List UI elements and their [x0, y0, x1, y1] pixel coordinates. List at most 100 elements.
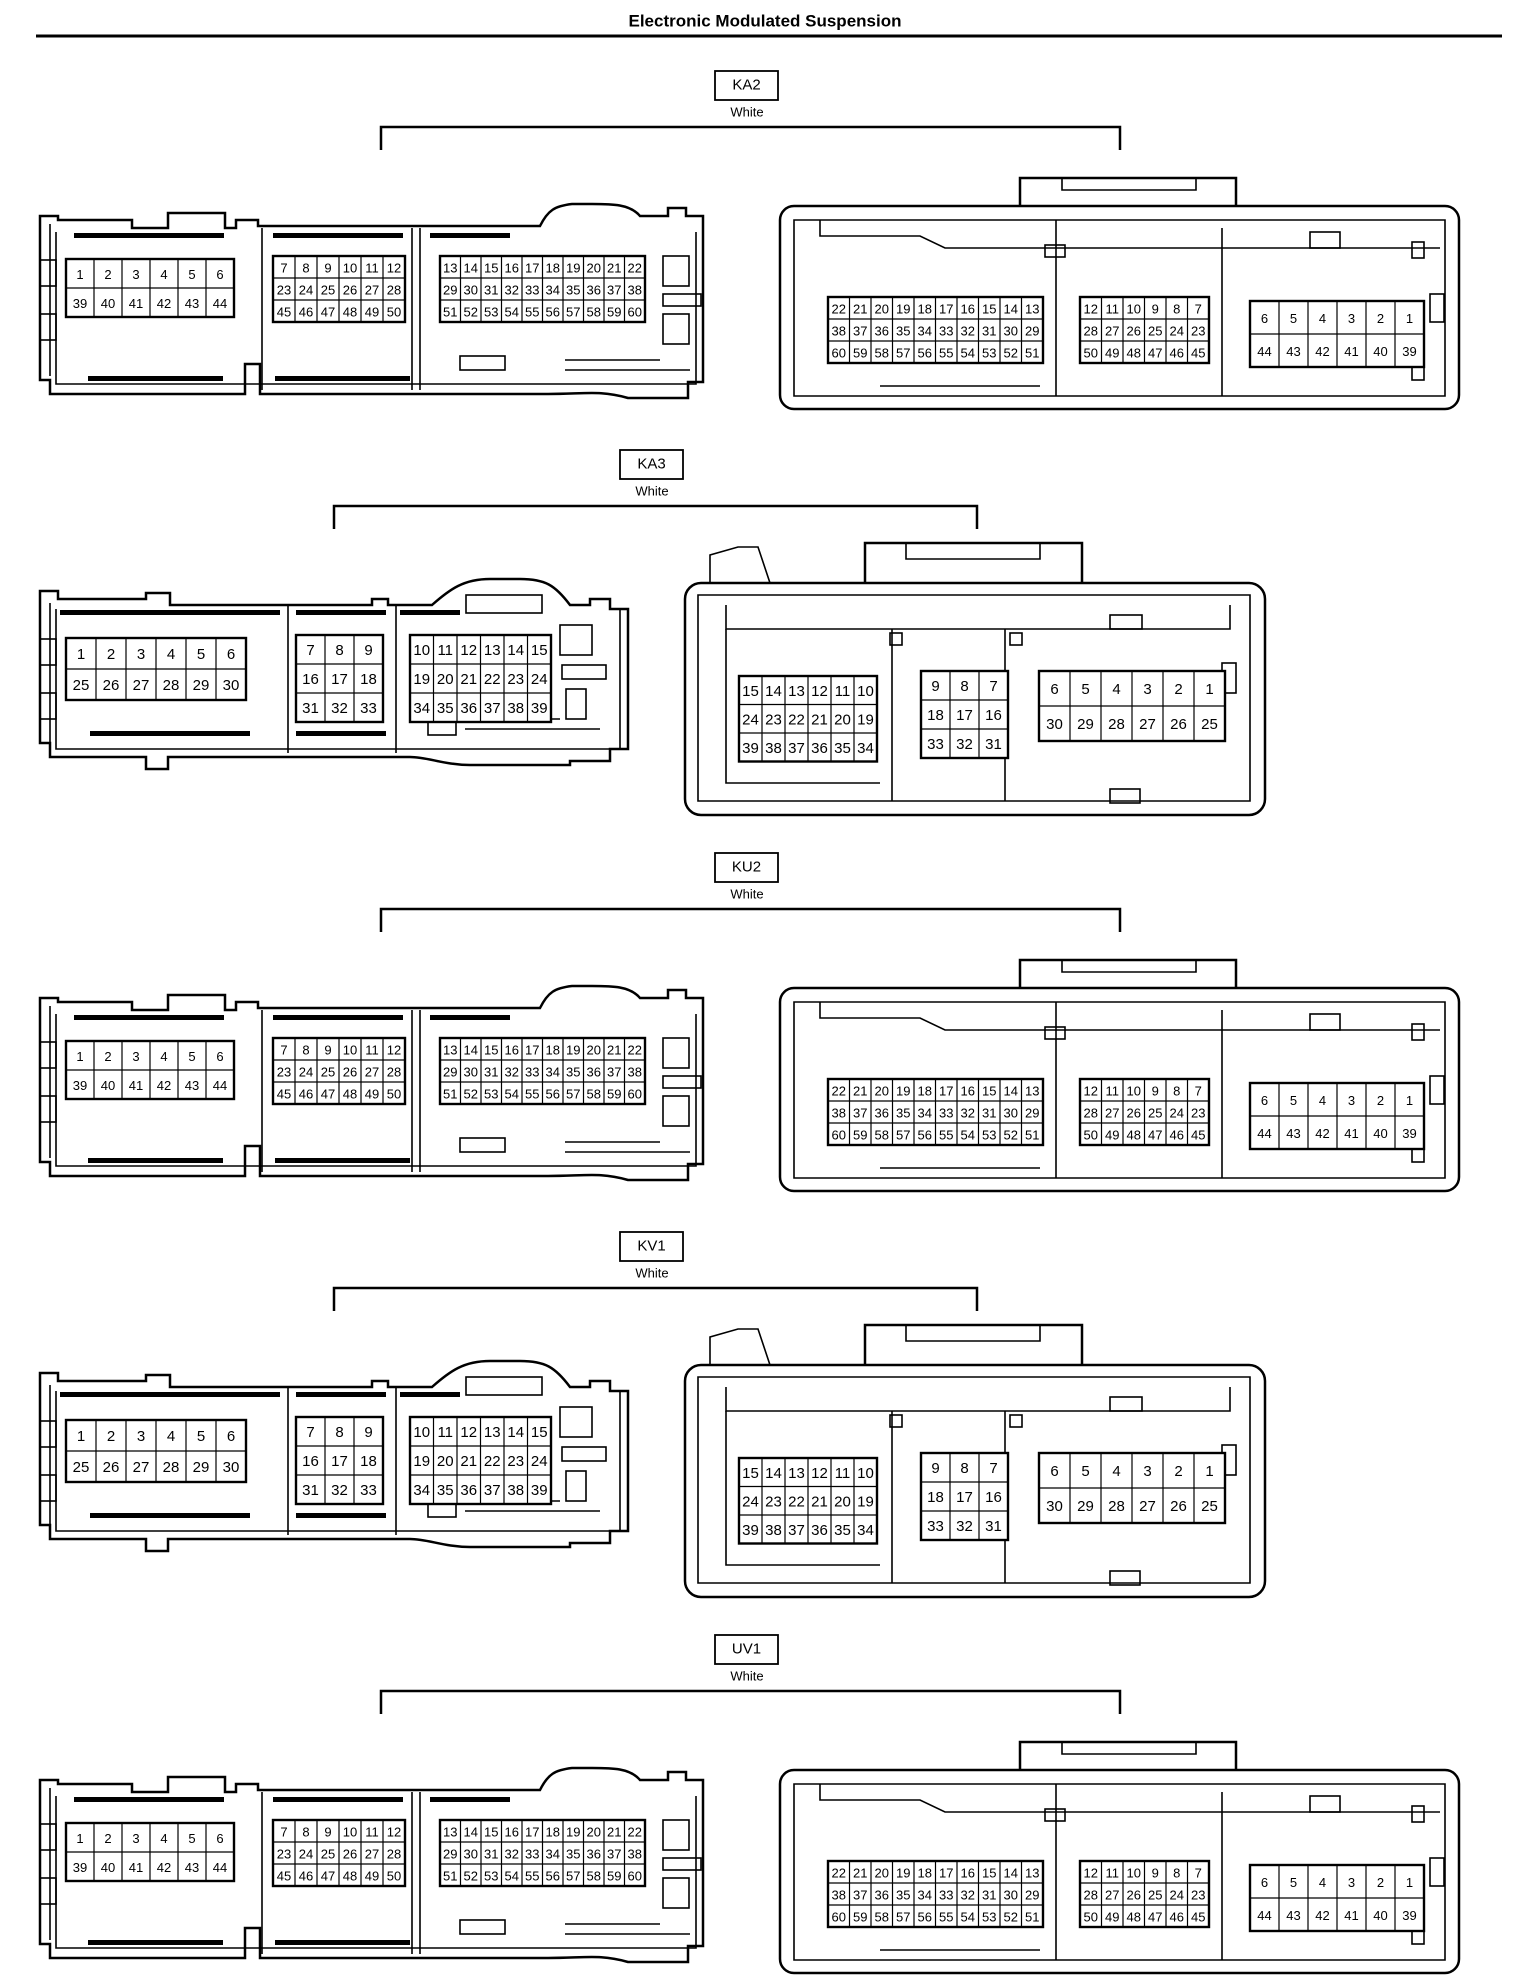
pin-11: 11 — [1106, 1084, 1120, 1099]
pin-31: 31 — [484, 1065, 498, 1080]
pin-51: 51 — [443, 1869, 457, 1884]
pin-51: 51 — [1025, 1128, 1039, 1143]
pin-38: 38 — [507, 700, 524, 717]
pin-17: 17 — [525, 1043, 539, 1058]
pin-27: 27 — [1139, 716, 1156, 733]
pin-19: 19 — [566, 261, 580, 276]
pin-40: 40 — [101, 1860, 115, 1875]
pin-56: 56 — [546, 1869, 560, 1884]
pin-46: 46 — [1170, 1910, 1184, 1925]
pin-30: 30 — [223, 1459, 240, 1476]
pin-50: 50 — [387, 1869, 401, 1884]
pin-14: 14 — [765, 1465, 782, 1482]
pin-17: 17 — [956, 1489, 973, 1506]
pin-29: 29 — [443, 1065, 457, 1080]
pin-54: 54 — [961, 1128, 975, 1143]
pin-6: 6 — [1261, 1093, 1268, 1108]
pin-14: 14 — [464, 1043, 478, 1058]
pin-33: 33 — [939, 324, 953, 339]
pin-26: 26 — [103, 677, 120, 694]
connector-color: White — [730, 1669, 763, 1684]
pin-31: 31 — [484, 283, 498, 298]
pin-36: 36 — [587, 283, 601, 298]
pin-48: 48 — [343, 1087, 357, 1102]
pin-11: 11 — [835, 683, 851, 700]
pin-13: 13 — [1025, 1866, 1039, 1881]
pin-53: 53 — [484, 1087, 498, 1102]
pin-1: 1 — [1406, 1875, 1413, 1890]
pin-44: 44 — [1257, 344, 1271, 359]
pin-58: 58 — [587, 305, 601, 320]
pin-6: 6 — [227, 646, 235, 663]
pin-3: 3 — [132, 1831, 139, 1846]
pin-21: 21 — [460, 671, 477, 688]
diagram-title: Electronic Modulated Suspension — [629, 12, 902, 31]
pin-7: 7 — [306, 642, 314, 659]
pin-43: 43 — [1286, 1908, 1300, 1923]
pin-24: 24 — [742, 711, 759, 728]
pin-26: 26 — [1127, 1888, 1141, 1903]
pin-2: 2 — [104, 1831, 111, 1846]
pin-12: 12 — [811, 1465, 828, 1482]
pin-21: 21 — [607, 261, 621, 276]
pin-4: 4 — [160, 1049, 167, 1064]
pin-14: 14 — [1004, 1084, 1018, 1099]
pin-19: 19 — [857, 711, 874, 728]
pin-32: 32 — [961, 1888, 975, 1903]
pin-39: 39 — [742, 1522, 759, 1539]
pin-53: 53 — [484, 1869, 498, 1884]
pin-36: 36 — [811, 1522, 828, 1539]
pin-55: 55 — [939, 1128, 953, 1143]
pin-11: 11 — [1106, 1866, 1120, 1881]
pin-23: 23 — [765, 1493, 782, 1510]
pin-20: 20 — [587, 1825, 601, 1840]
pin-14: 14 — [1004, 302, 1018, 317]
pin-13: 13 — [1025, 302, 1039, 317]
pin-6: 6 — [1261, 311, 1268, 326]
pin-20: 20 — [587, 1043, 601, 1058]
pin-31: 31 — [982, 1106, 996, 1121]
pin-12: 12 — [460, 1424, 477, 1441]
pin-23: 23 — [507, 1453, 524, 1470]
pin-60: 60 — [832, 1128, 846, 1143]
pin-25: 25 — [73, 1459, 90, 1476]
pin-44: 44 — [213, 1860, 227, 1875]
pin-30: 30 — [464, 1065, 478, 1080]
pin-8: 8 — [302, 1825, 309, 1840]
pin-5: 5 — [188, 267, 195, 282]
pin-8: 8 — [335, 1424, 343, 1441]
pin-1: 1 — [76, 1831, 83, 1846]
pin-14: 14 — [765, 683, 782, 700]
pin-13: 13 — [443, 1043, 457, 1058]
pin-9: 9 — [931, 1460, 939, 1477]
pin-30: 30 — [464, 1847, 478, 1862]
pin-29: 29 — [443, 1847, 457, 1862]
pin-39: 39 — [1402, 344, 1416, 359]
pin-29: 29 — [443, 283, 457, 298]
pin-4: 4 — [1319, 311, 1326, 326]
pin-34: 34 — [413, 1482, 430, 1499]
pin-42: 42 — [157, 1860, 171, 1875]
pin-13: 13 — [788, 1465, 805, 1482]
pin-19: 19 — [857, 1493, 874, 1510]
pin-30: 30 — [1046, 716, 1063, 733]
pin-21: 21 — [607, 1043, 621, 1058]
pin-41: 41 — [129, 1078, 143, 1093]
pin-1: 1 — [1406, 311, 1413, 326]
pin-20: 20 — [437, 671, 454, 688]
pin-3: 3 — [1143, 1463, 1151, 1480]
pin-3: 3 — [132, 267, 139, 282]
pin-28: 28 — [1108, 1498, 1125, 1515]
pin-36: 36 — [875, 1106, 889, 1121]
pin-2: 2 — [1174, 681, 1182, 698]
pin-39: 39 — [1402, 1908, 1416, 1923]
pin-18: 18 — [360, 1453, 377, 1470]
pin-2: 2 — [107, 1428, 115, 1445]
pin-15: 15 — [982, 1084, 996, 1099]
